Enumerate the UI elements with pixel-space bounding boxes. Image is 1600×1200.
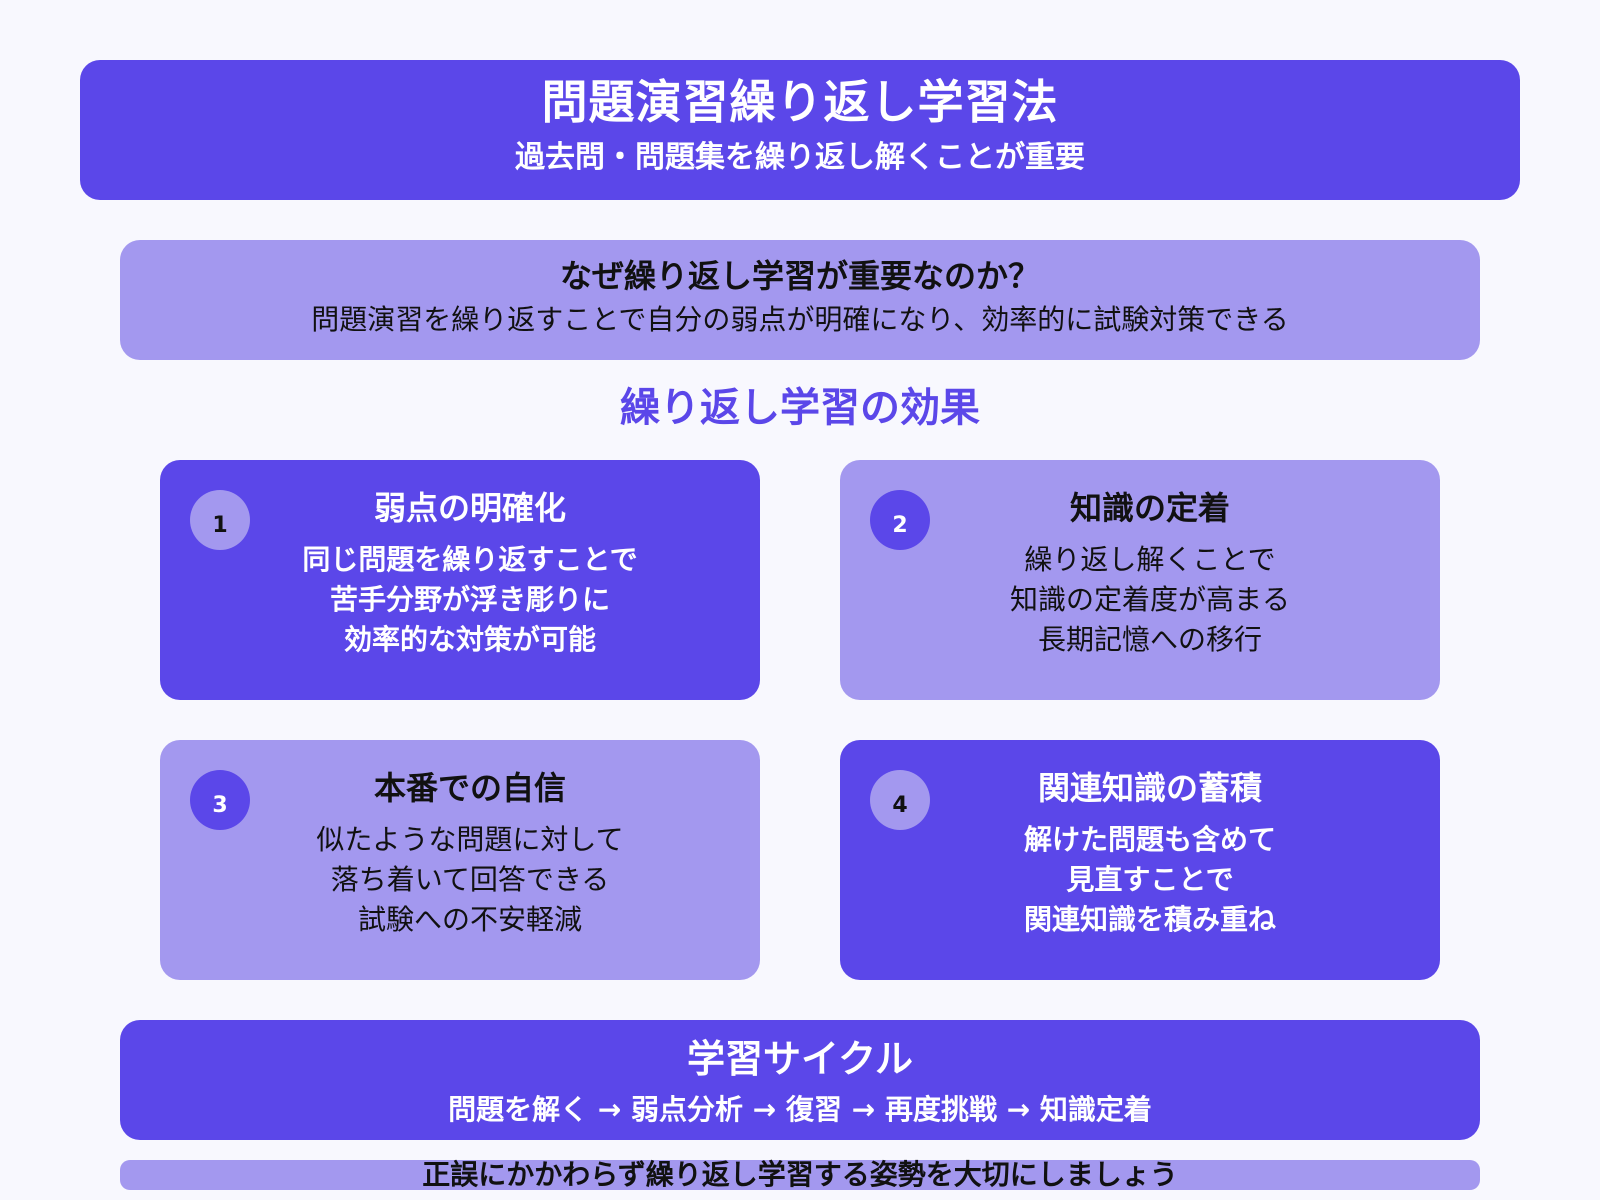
number-badge: 3 bbox=[190, 770, 250, 830]
page-title: 問題演習繰り返し学習法 bbox=[541, 75, 1059, 129]
card-line: 落ち着いて回答できる bbox=[330, 863, 610, 896]
footer-message: 正誤にかかわらず繰り返し学習する姿勢を大切にしましょう bbox=[422, 1158, 1178, 1191]
number-badge: 2 bbox=[870, 490, 930, 550]
card-title: 弱点の明確化 bbox=[373, 489, 566, 527]
learning-cycle-box: 学習サイクル 問題を解く → 弱点分析 → 復習 → 再度挑戦 → 知識定着 bbox=[120, 1020, 1480, 1140]
effects-heading: 繰り返し学習の効果 bbox=[620, 385, 980, 431]
card-title: 本番での自信 bbox=[373, 769, 566, 807]
effect-card-1: 1 弱点の明確化 同じ問題を繰り返すことで 苦手分野が浮き彫りに 効率的な対策が… bbox=[160, 460, 760, 700]
card-line: 関連知識を積み重ね bbox=[1023, 903, 1276, 936]
footer-banner: 正誤にかかわらず繰り返し学習する姿勢を大切にしましょう bbox=[120, 1158, 1480, 1191]
page-subtitle: 過去問・問題集を繰り返し解くことが重要 bbox=[515, 140, 1085, 175]
effect-card-3: 3 本番での自信 似たような問題に対して 落ち着いて回答できる 試験への不安軽減 bbox=[160, 740, 760, 980]
why-box: なぜ繰り返し学習が重要なのか？ 問題演習を繰り返すことで自分の弱点が明確になり、… bbox=[120, 240, 1480, 360]
why-title: なぜ繰り返し学習が重要なのか？ bbox=[559, 257, 1040, 295]
card-description: 似たような問題に対して 落ち着いて回答できる 試験への不安軽減 bbox=[160, 820, 760, 940]
cycle-title: 学習サイクル bbox=[686, 1037, 914, 1081]
card-line: 同じ問題を繰り返すことで bbox=[302, 543, 638, 576]
card-line: 知識の定着度が高まる bbox=[1009, 583, 1290, 616]
number-badge: 4 bbox=[870, 770, 930, 830]
card-title: 関連知識の蓄積 bbox=[1037, 769, 1262, 807]
card-description: 繰り返し解くことで 知識の定着度が高まる 長期記憶への移行 bbox=[840, 540, 1440, 660]
card-line: 似たような問題に対して bbox=[316, 823, 624, 856]
card-description: 解けた問題も含めて 見直すことで 関連知識を積み重ね bbox=[840, 820, 1440, 940]
card-description: 同じ問題を繰り返すことで 苦手分野が浮き彫りに 効率的な対策が可能 bbox=[160, 540, 760, 660]
card-line: 見直すことで bbox=[1066, 863, 1234, 896]
card-line: 苦手分野が浮き彫りに bbox=[329, 583, 610, 616]
card-title: 知識の定着 bbox=[1069, 489, 1230, 527]
card-line: 効率的な対策が可能 bbox=[343, 623, 596, 656]
number-badge: 1 bbox=[190, 490, 250, 550]
card-line: 試験への不安軽減 bbox=[357, 903, 582, 936]
card-line: 解けた問題も含めて bbox=[1023, 823, 1276, 856]
card-line: 長期記憶への移行 bbox=[1037, 623, 1262, 656]
why-text: 問題演習を繰り返すことで自分の弱点が明確になり、効率的に試験対策できる bbox=[311, 303, 1289, 336]
effect-card-2: 2 知識の定着 繰り返し解くことで 知識の定着度が高まる 長期記憶への移行 bbox=[840, 460, 1440, 700]
effect-card-4: 4 関連知識の蓄積 解けた問題も含めて 見直すことで 関連知識を積み重ね bbox=[840, 740, 1440, 980]
header-banner: 問題演習繰り返し学習法 過去問・問題集を繰り返し解くことが重要 bbox=[80, 60, 1520, 200]
card-line: 繰り返し解くことで bbox=[1024, 543, 1276, 576]
cycle-flow: 問題を解く → 弱点分析 → 復習 → 再度挑戦 → 知識定着 bbox=[448, 1093, 1152, 1126]
